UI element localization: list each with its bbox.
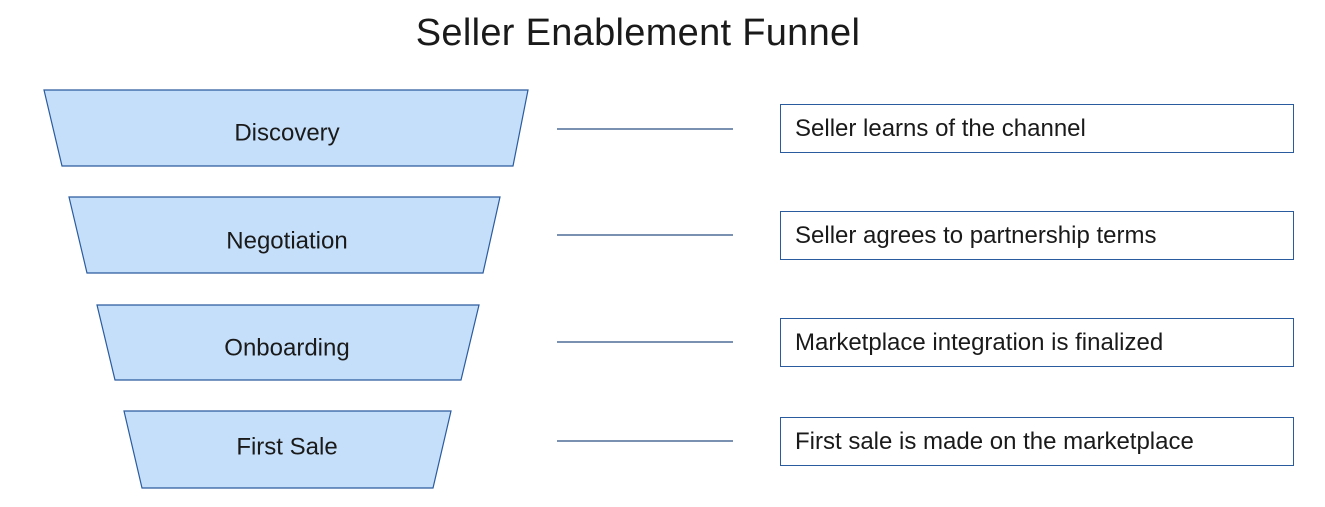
stage-description-box: Seller agrees to partnership terms	[780, 211, 1294, 260]
stage-description-box: First sale is made on the marketplace	[780, 417, 1294, 466]
funnel-stage-first-sale	[123, 410, 452, 489]
funnel-stage-label: Discovery	[234, 119, 339, 146]
funnel-stage-onboarding	[96, 304, 480, 381]
stage-description-box: Marketplace integration is finalized	[780, 318, 1294, 367]
stage-description-box: Seller learns of the channel	[780, 104, 1294, 153]
funnel-stage-label: First Sale	[236, 433, 337, 460]
funnel-stage-negotiation	[68, 196, 501, 274]
funnel-stage-label: Onboarding	[224, 334, 349, 361]
diagram-title: Seller Enablement Funnel	[415, 12, 861, 54]
funnel-stage-discovery	[43, 89, 529, 167]
funnel-stage-label: Negotiation	[226, 227, 347, 254]
